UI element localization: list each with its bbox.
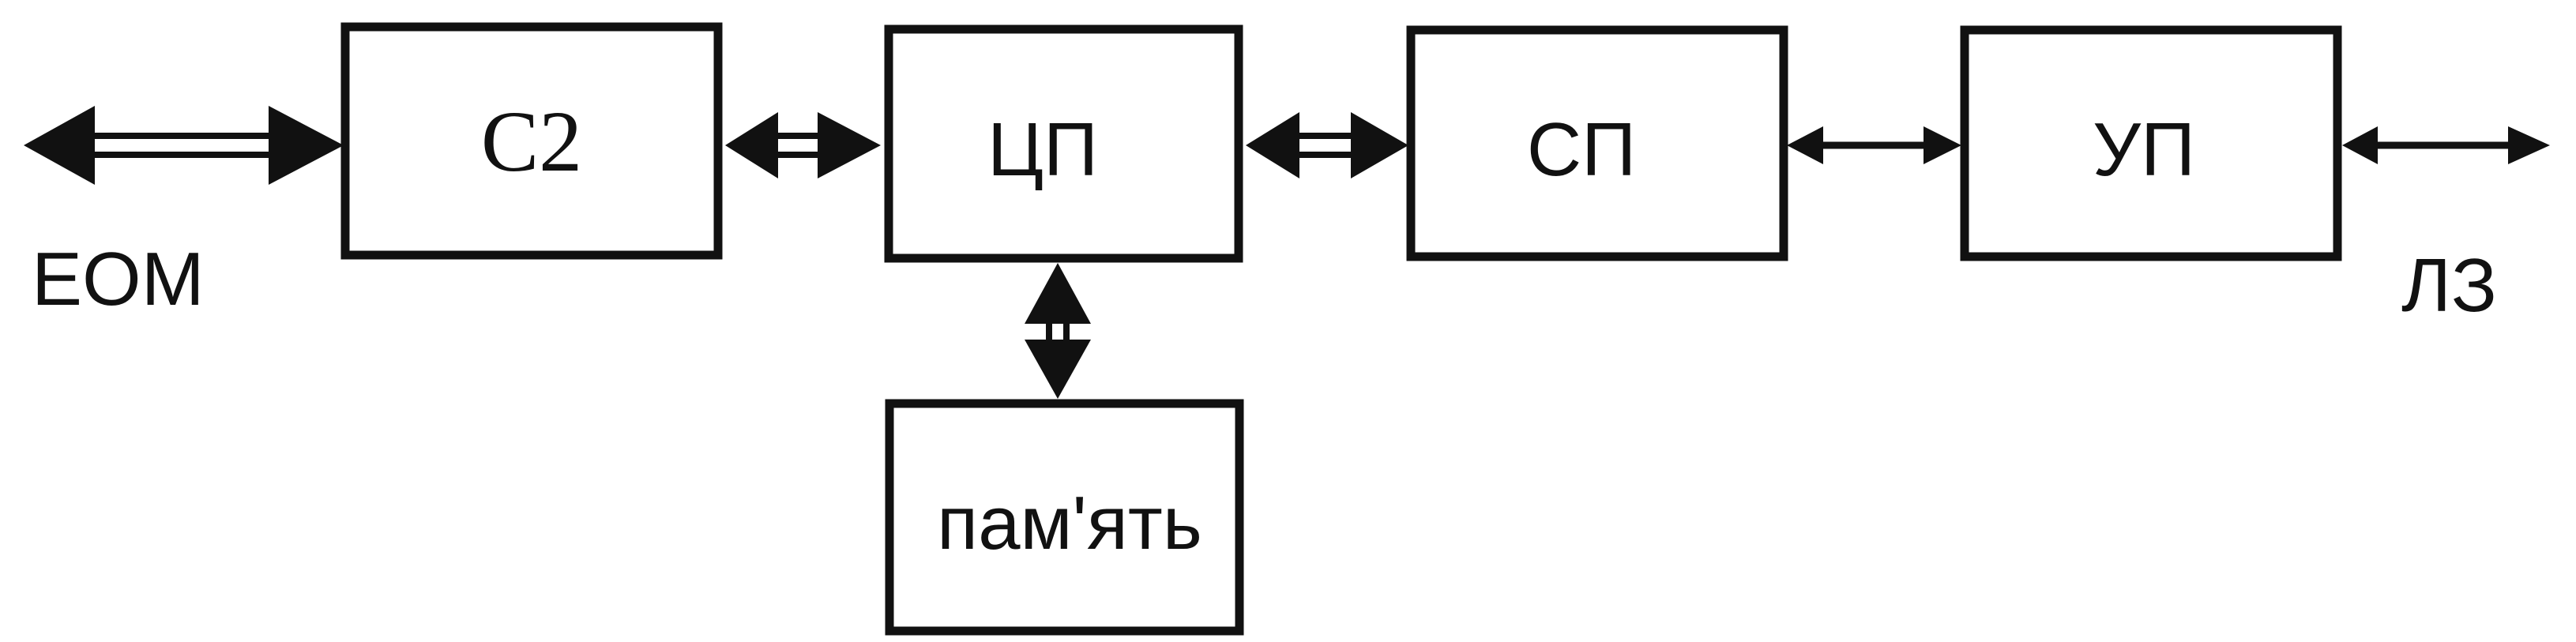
block-c2-label: С2 bbox=[481, 93, 582, 190]
cpu-memory-double-arrow bbox=[1025, 263, 1091, 399]
block-cpu: ЦП bbox=[884, 24, 1243, 263]
eom-c2-double-arrow bbox=[24, 106, 344, 185]
block-up: УП bbox=[1960, 25, 2342, 261]
cpu-sp-double-arrow bbox=[1246, 112, 1408, 178]
block-up-label: УП bbox=[2093, 107, 2195, 192]
c2-cpu-double-arrow bbox=[725, 112, 881, 178]
label-lz: ЛЗ bbox=[2401, 243, 2497, 328]
block-memory-label: пам'ять bbox=[937, 481, 1202, 565]
label-eom: ЕОМ bbox=[32, 237, 205, 321]
block-cpu-label: ЦП bbox=[987, 107, 1098, 192]
up-lz-arrow bbox=[2342, 126, 2550, 164]
block-sp-label: СП bbox=[1527, 107, 1636, 192]
block-sp: СП bbox=[1406, 25, 1788, 261]
sp-up-arrow bbox=[1787, 126, 1961, 164]
block-memory: пам'ять bbox=[885, 399, 1244, 636]
block-c2: С2 bbox=[340, 22, 723, 260]
